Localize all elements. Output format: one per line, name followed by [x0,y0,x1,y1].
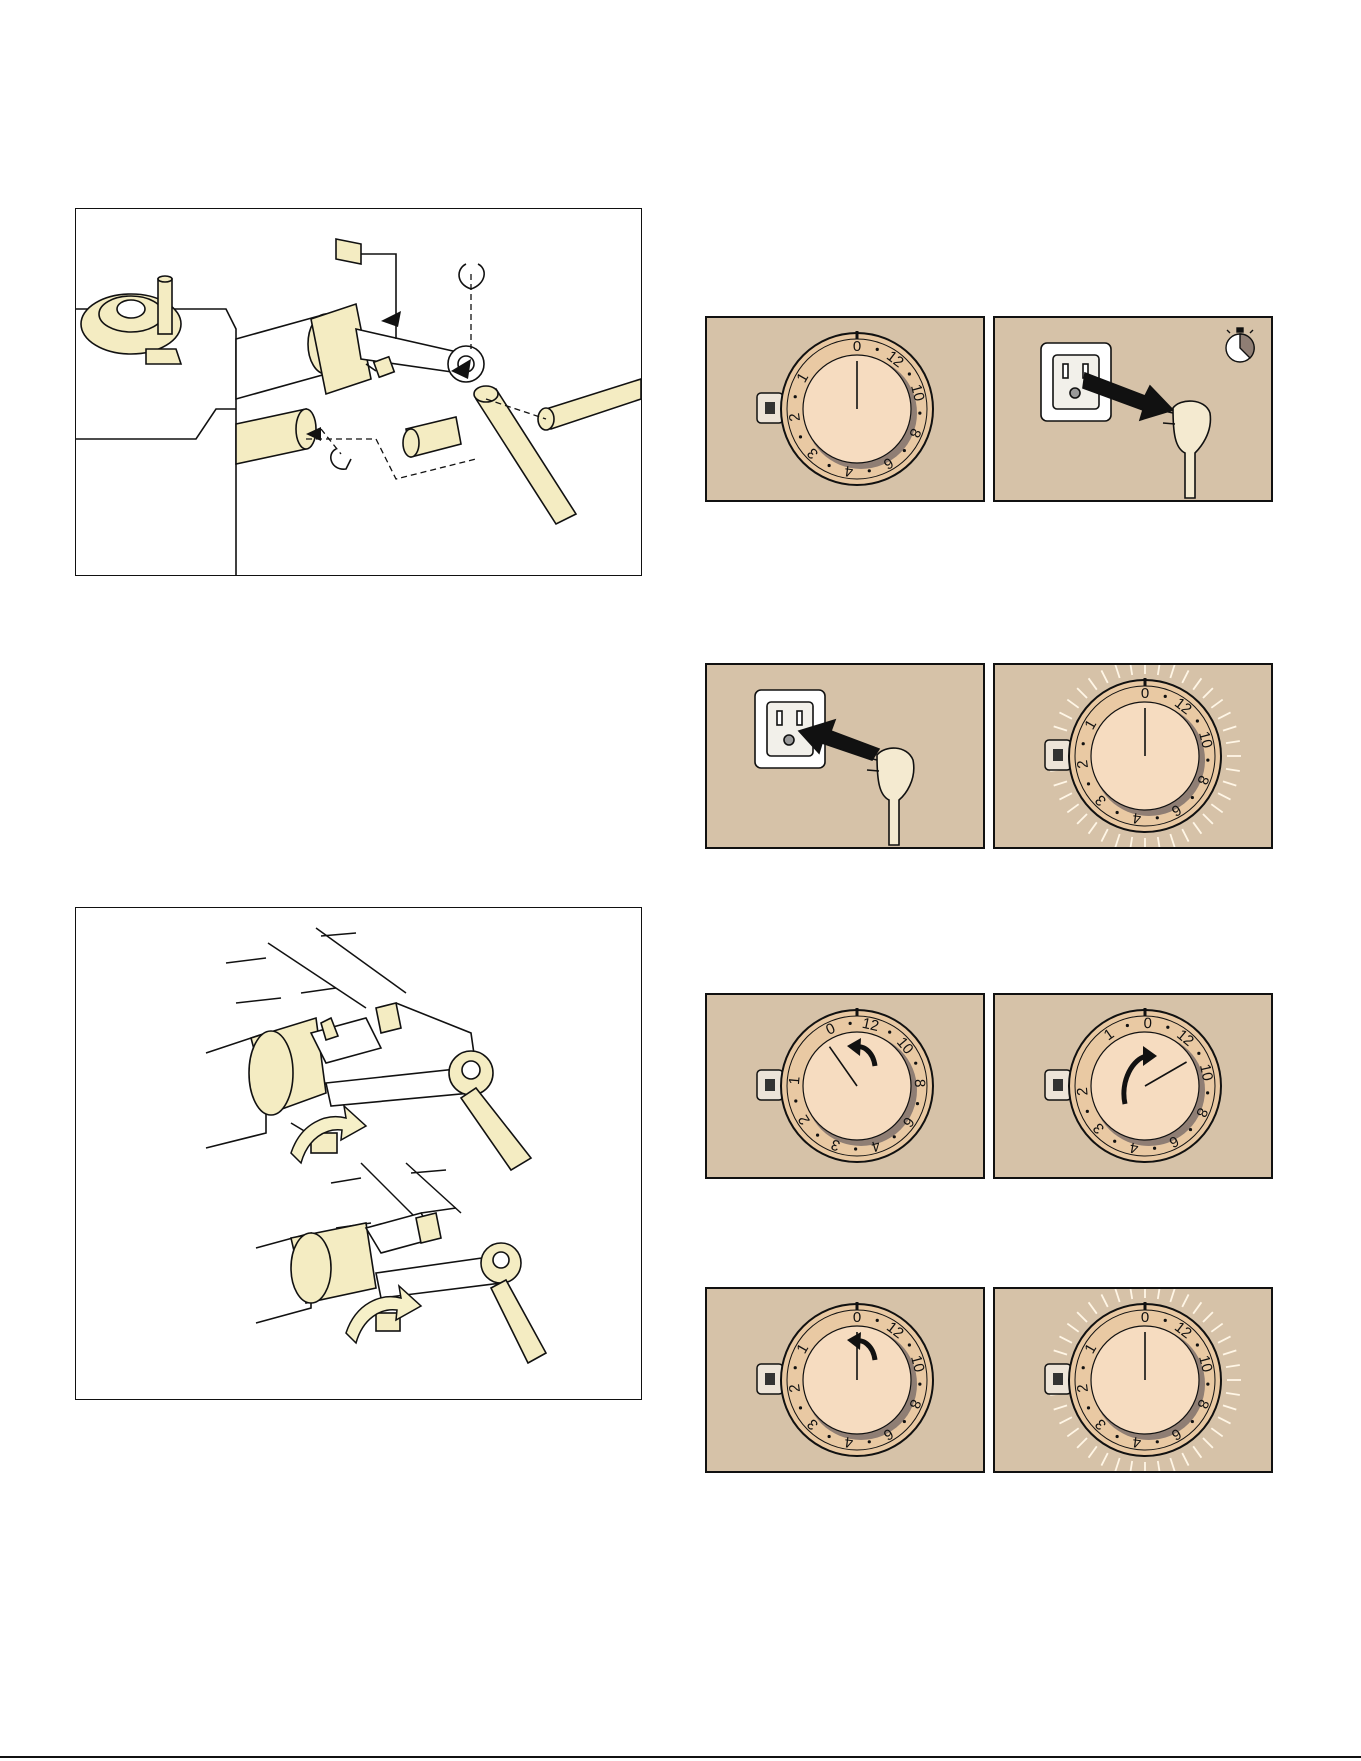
shaft-gap-adjustment-illustration [76,908,641,1399]
stopwatch-icon [1226,328,1254,362]
dial-tick-dot [1082,742,1085,745]
dial-tick-dot [908,1343,911,1346]
dial-tick-dot [868,469,871,472]
dial-tick-dot [1086,1110,1089,1113]
power-switch-toggle [1053,749,1063,761]
dial-number: 1 [786,1076,804,1086]
power-switch-toggle [765,1373,775,1385]
dial-tick-dot [849,1022,852,1025]
power-switch-toggle [1053,1373,1063,1385]
dial-tick-dot [1153,1147,1156,1150]
gap-adjustment-figure [75,907,642,1400]
panel-plug-in [705,663,985,849]
dial-tick-dot [918,412,921,415]
power-switch-toggle [1053,1079,1063,1091]
dial-tick-dot [1206,1383,1209,1386]
power-switch-toggle [765,402,775,414]
dial-tick-dot [888,1031,891,1034]
dial-tick-dot [868,1440,871,1443]
dial-tick-dot [1164,1319,1167,1322]
dial-tick-dot [1191,1420,1194,1423]
dial-tick-dot [916,1102,919,1105]
dial-tick-dot [1116,811,1119,814]
dial-number: 8 [911,1079,928,1088]
dial-tick-dot [903,1420,906,1423]
dial-tick-dot [908,372,911,375]
dial-tick-dot [1082,1366,1085,1369]
dial-tick-dot [1206,759,1209,762]
dial-tick-dot [1197,1052,1200,1055]
dial-tick-dot [854,1147,857,1150]
dial-number: 0 [853,1309,861,1326]
dial-tick-dot [876,1319,879,1322]
dial-tick-dot [799,1406,802,1409]
dial-tick-dot [794,395,797,398]
dial-tick-dot [1196,1343,1199,1346]
dial-tick-dot [1126,1024,1129,1027]
unplug-from-outlet-icon [995,318,1271,500]
panel-unplug [993,316,1273,502]
dial-tick-dot [914,1062,917,1065]
dial-tick-dot [1087,782,1090,785]
assembly-exploded-figure [75,208,642,576]
dial-tick-dot [1156,1440,1159,1443]
dial-tick-dot [816,1134,819,1137]
dial-tick-dot [799,435,802,438]
footer-rule [0,1756,1361,1758]
dial-tick-dot [876,348,879,351]
dial-tick-dot [828,1435,831,1438]
dial-tick-dot [828,464,831,467]
dial-tick-dot [1087,1406,1090,1409]
dial-tick-dot [903,449,906,452]
dial-tick-dot [1113,1140,1116,1143]
dial-tick-dot [1164,695,1167,698]
dial-tick-dot [1156,816,1159,819]
dial-tick-dot [1206,1091,1209,1094]
dial-tick-dot [1191,796,1194,799]
dial-tick-dot [893,1135,896,1138]
power-switch-toggle [765,1079,775,1091]
dial-tick-dot [1196,719,1199,722]
dial-number: 2 [1074,1087,1092,1097]
dial-tick-dot [1116,1435,1119,1438]
dial-tick-dot [918,1383,921,1386]
dial-number: 0 [1141,685,1149,702]
dial-number: 0 [1143,1015,1152,1032]
dial-tick-dot [1189,1128,1192,1131]
dial-tick-dot [1166,1026,1169,1029]
plug-into-outlet-icon [707,665,983,847]
dial-tick-dot [794,1099,797,1102]
dial-number: 0 [853,338,861,355]
dial-tick-dot [794,1366,797,1369]
dial-number: 0 [1141,1309,1149,1326]
shaft-assembly-exploded-illustration [76,209,641,575]
